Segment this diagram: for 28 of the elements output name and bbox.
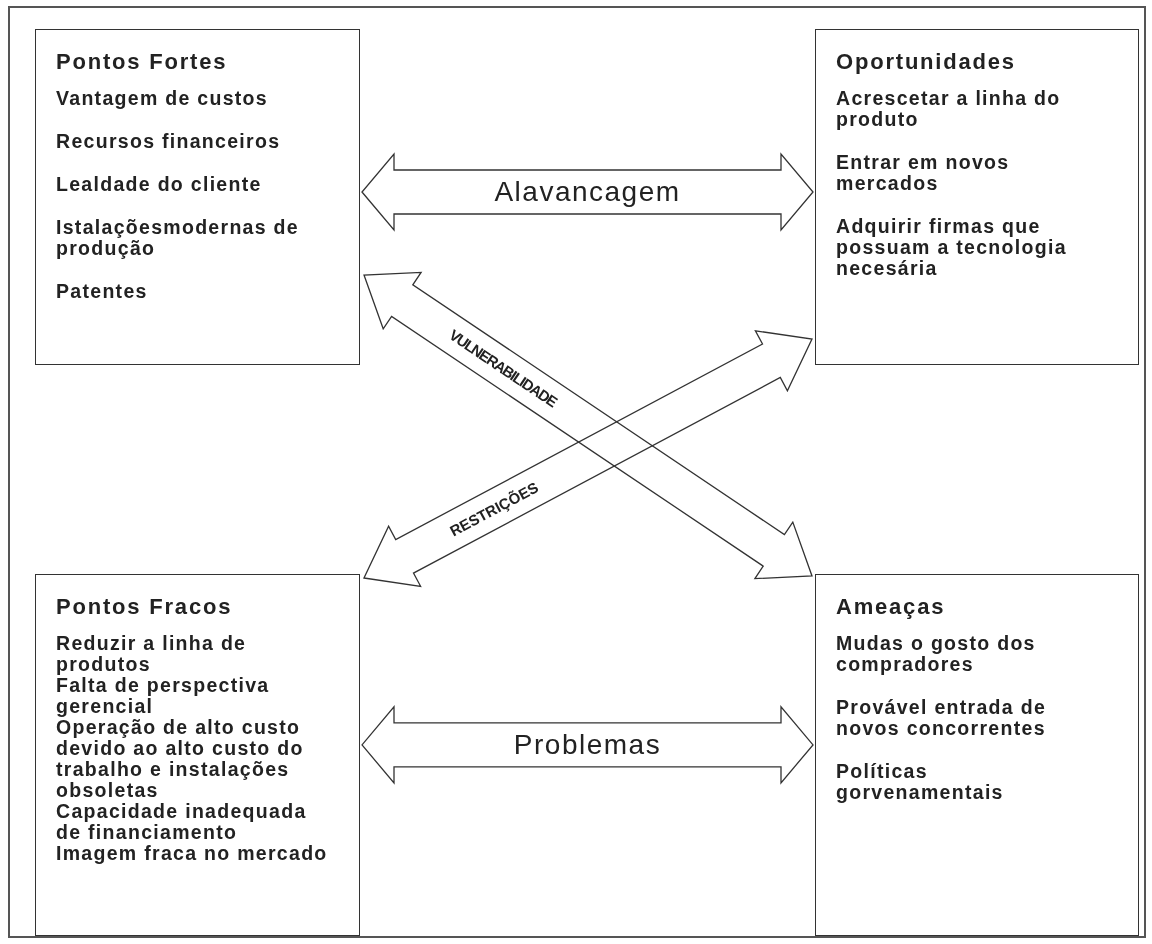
- list-item: Reduzir a linha de produtos: [56, 633, 248, 675]
- list-item: Imagem fraca no mercado: [56, 843, 329, 864]
- list-item: Políticas gorvenamentais: [836, 761, 1005, 803]
- list-item: Recursos financeiros: [56, 131, 282, 152]
- list-item: Operação de alto custo devido ao alto custo do trabalho e instalações obsoletas: [56, 717, 305, 801]
- text-box: [35, 29, 360, 365]
- box-heading: Pontos Fortes: [56, 50, 229, 74]
- double-block-arrow: [361, 152, 814, 232]
- list-item: Falta de perspectiva gerencial: [56, 675, 271, 717]
- list-item: Acrescetar a linha do produto: [836, 88, 1062, 130]
- list-item: Adquirir firmas que possuam a tecnologia necesária: [836, 216, 1068, 279]
- list-item: Entrar em novos mercados: [836, 152, 1011, 194]
- list-item: Patentes: [56, 281, 149, 302]
- list-item: Lealdade do cliente: [56, 174, 263, 195]
- list-item: Mudas o gosto dos compradores: [836, 633, 1037, 675]
- text-box: [815, 29, 1139, 365]
- list-item: Istalaçõesmodernas de produção: [56, 217, 300, 259]
- list-item: Capacidade inadequada de financiamento: [56, 801, 308, 843]
- double-block-arrow: [361, 705, 814, 785]
- double-block-arrow: [363, 329, 813, 588]
- text-box: [815, 574, 1139, 936]
- box-heading: Pontos Fracos: [56, 595, 234, 619]
- box-heading: Ameaças: [836, 595, 947, 619]
- double-block-arrow: [363, 271, 813, 580]
- box-heading: Oportunidades: [836, 50, 1017, 74]
- list-item: Vantagem de custos: [56, 88, 269, 109]
- text-box: [35, 574, 360, 936]
- list-item: Provável entrada de novos concorrentes: [836, 697, 1048, 739]
